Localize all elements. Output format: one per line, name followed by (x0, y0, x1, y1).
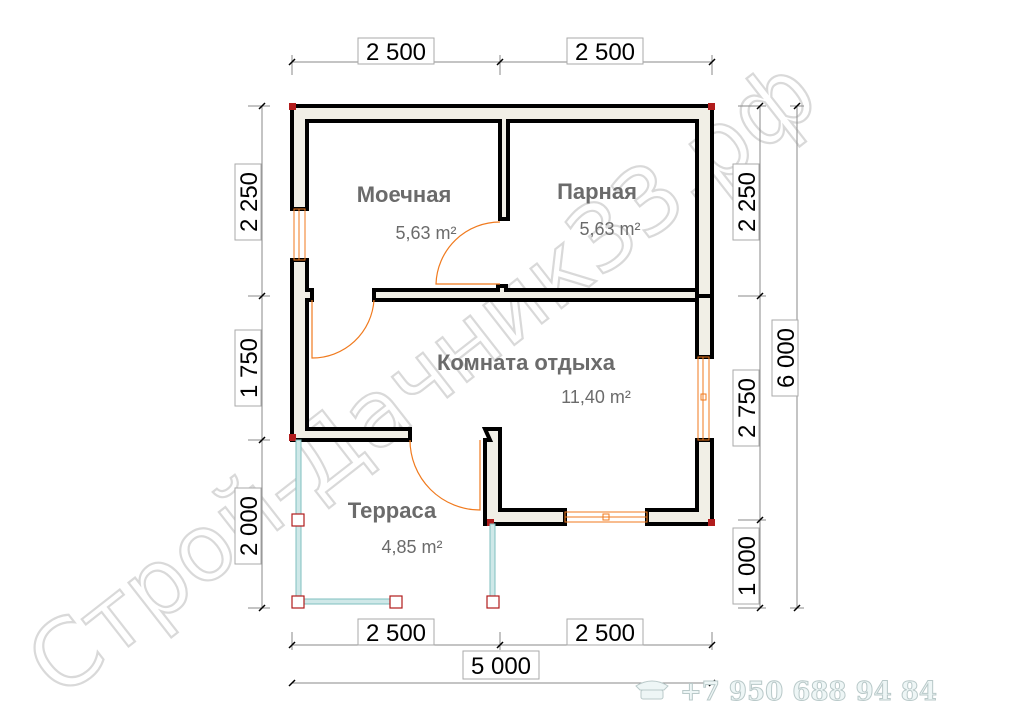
dim-left-top: 2 250 (236, 172, 263, 232)
room-name-parnaya: Парная (557, 179, 637, 204)
walls (290, 104, 714, 526)
telephone-icon (635, 680, 669, 700)
room-area-komnata-otdykha: 11,40 m² (561, 387, 631, 407)
dimension-labels: 2 500 2 500 2 500 2 500 5 000 2 250 1 75… (234, 37, 800, 680)
room-area-parnaya: 5,63 m² (579, 219, 640, 239)
phone-number: +7 950 688 94 84 (680, 677, 937, 707)
room-name-terrasa: Терраса (348, 498, 437, 523)
phone-watermark: +7 950 688 94 84 (635, 677, 938, 708)
dim-right-middle: 2 750 (734, 378, 761, 438)
dim-top-left: 2 500 (366, 39, 426, 66)
dim-right-total: 6 000 (773, 328, 800, 388)
corner-posts (289, 103, 715, 526)
dim-right-top: 2 250 (734, 172, 761, 232)
room-name-moechnaya: Моечная (357, 182, 452, 207)
dim-left-middle: 1 750 (236, 338, 263, 398)
dim-left-bottom: 2 000 (236, 496, 263, 556)
dim-bottom-total: 5 000 (471, 653, 531, 680)
dimension-ticks (258, 58, 801, 687)
room-name-komnata-otdykha: Комната отдыха (437, 350, 616, 375)
dim-bottom-left: 2 500 (366, 620, 426, 647)
dim-bottom-right: 2 500 (575, 620, 635, 647)
dim-top-right: 2 500 (575, 39, 635, 66)
terrace-rails (291, 439, 500, 609)
room-area-moechnaya: 5,63 m² (395, 223, 456, 243)
windows (293, 208, 710, 523)
room-area-terrasa: 4,85 m² (381, 537, 442, 557)
dim-right-bottom: 1 000 (734, 536, 761, 596)
doors (311, 221, 501, 511)
room-labels: Моечная 5,63 m² Парная 5,63 m² Комната о… (348, 179, 641, 557)
